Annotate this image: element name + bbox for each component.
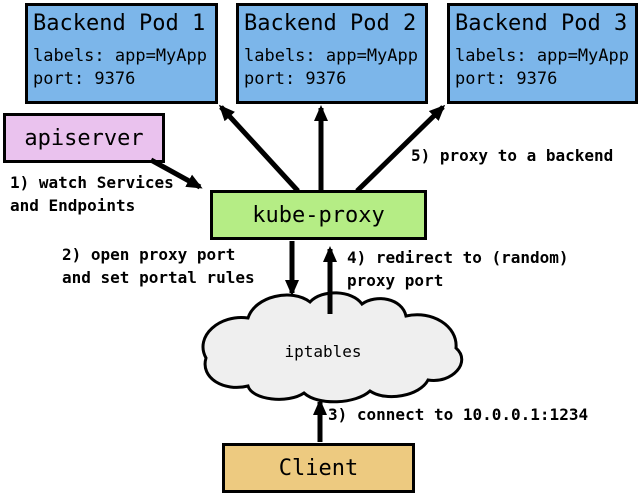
arrow-proxy-to-backend-pod-3 [355, 104, 446, 193]
annotation-step-1-line-1: 1) watch Services [10, 173, 174, 192]
backend-pod-3-port: port: 9376 [455, 69, 558, 89]
annotation-step-3: 3) connect to 10.0.0.1:1234 [328, 403, 588, 426]
iptables-label: iptables [284, 342, 362, 361]
annotation-step-5: 5) proxy to a backend [411, 144, 613, 167]
apiserver-label: apiserver [24, 125, 144, 151]
apiserver-box: apiserver [3, 113, 165, 163]
annotation-step-4-line-2: proxy port [347, 271, 444, 290]
backend-pod-3-title: Backend Pod 3 [455, 11, 628, 36]
annotation-step-2-line-2: and set portal rules [62, 268, 255, 287]
backend-pod-2-title: Backend Pod 2 [244, 11, 417, 36]
kube-proxy-box: kube-proxy [210, 190, 427, 240]
backend-pod-3-box: Backend Pod 3 labels: app=MyApp port: 93… [447, 3, 638, 104]
annotation-step-4: 4) redirect to (random) proxy port [347, 246, 569, 292]
backend-pod-1-box: Backend Pod 1 labels: app=MyApp port: 93… [25, 3, 218, 104]
client-label: Client [278, 455, 359, 481]
backend-pod-1-port: port: 9376 [33, 69, 136, 89]
annotation-step-2: 2) open proxy port and set portal rules [62, 243, 255, 289]
annotation-step-3-line-1: 3) connect to 10.0.0.1:1234 [328, 405, 589, 424]
backend-pod-2-port: port: 9376 [244, 69, 347, 89]
backend-pod-1-title: Backend Pod 1 [33, 11, 206, 36]
backend-pod-2-labels: labels: app=MyApp [244, 46, 418, 66]
annotation-step-1: 1) watch Services and Endpoints [10, 171, 174, 217]
annotation-step-5-line-1: 5) proxy to a backend [411, 146, 614, 165]
annotation-step-1-line-2: and Endpoints [10, 196, 136, 215]
arrow-apiserver-to-kube-proxy [149, 157, 203, 190]
kube-proxy-label: kube-proxy [252, 202, 385, 228]
backend-pod-2-box: Backend Pod 2 labels: app=MyApp port: 93… [236, 3, 428, 104]
annotation-step-4-line-1: 4) redirect to (random) [347, 248, 569, 267]
client-box: Client [222, 443, 415, 493]
backend-pod-1-labels: labels: app=MyApp [33, 46, 207, 66]
iptables-cloud-shape [201, 291, 464, 404]
annotation-step-2-line-1: 2) open proxy port [62, 245, 236, 264]
backend-pod-3-labels: labels: app=MyApp [455, 46, 629, 66]
arrow-proxy-to-backend-pod-1 [218, 104, 300, 193]
